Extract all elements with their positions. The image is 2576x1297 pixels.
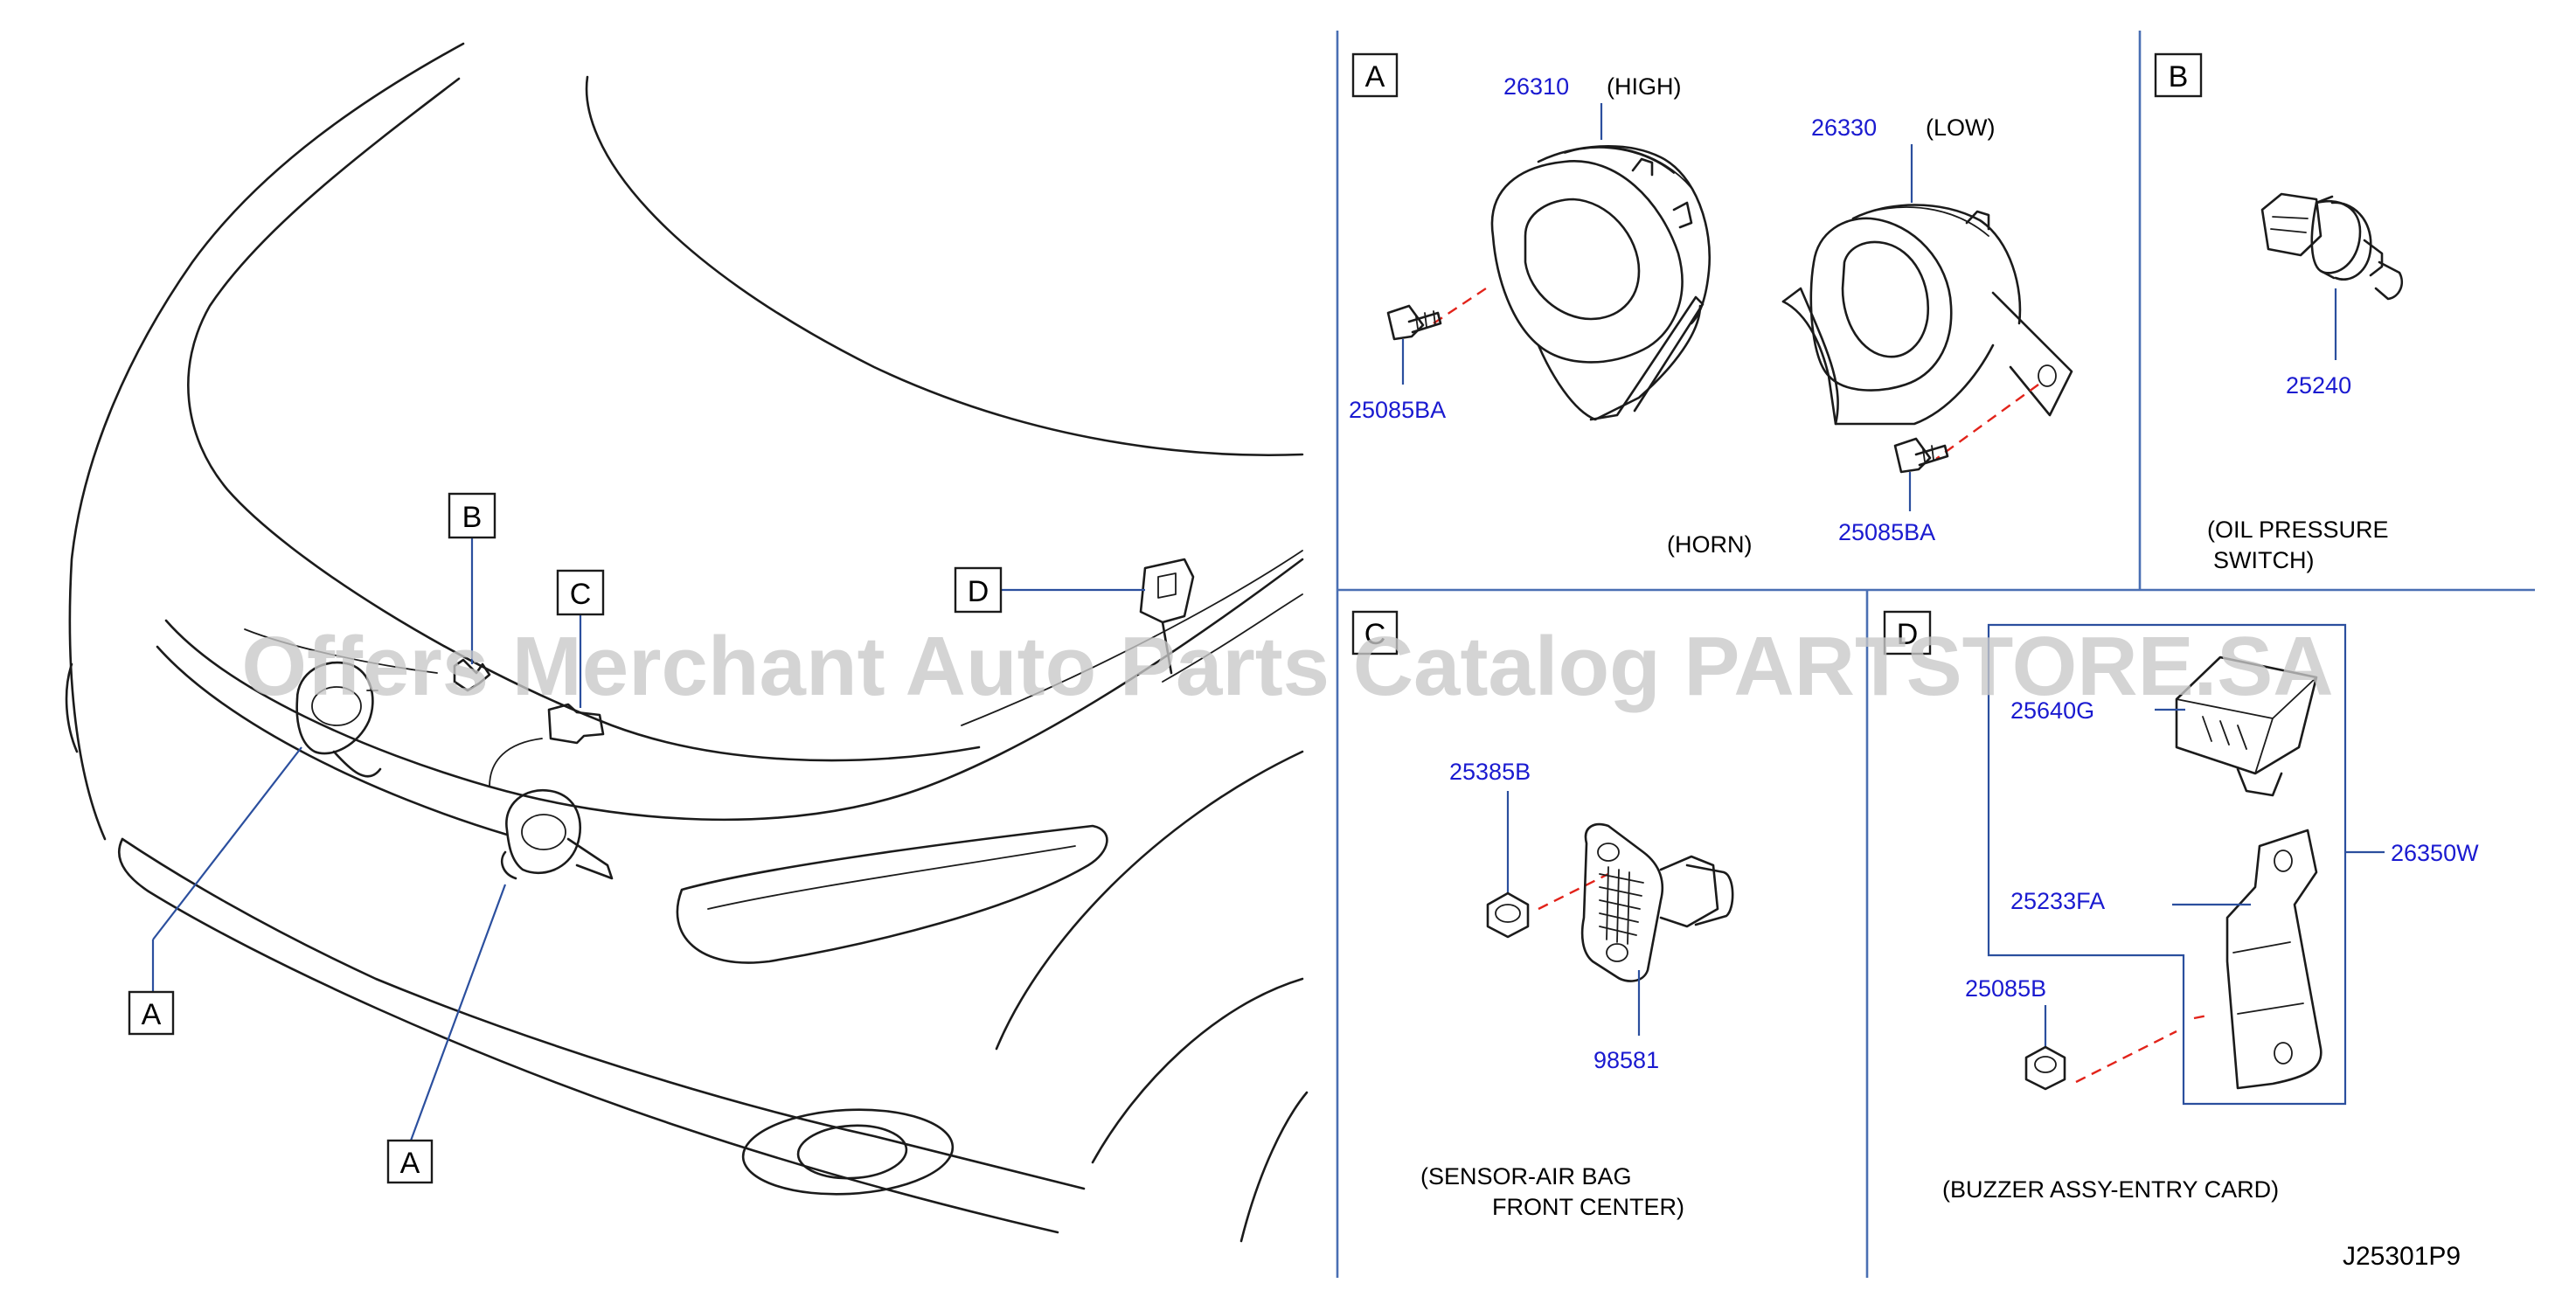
caption-airbag-1: (SENSOR-AIR BAG [1420,1163,1632,1189]
horn-high-drawing [1433,103,1712,421]
oil-switch-drawing [2260,192,2404,360]
buzzer-unit-drawing [2155,655,2318,797]
panel-key-a: A [1365,60,1385,94]
panel-key-c: C [1364,618,1386,651]
part-98581: 98581 [1594,1047,1659,1073]
panel-key-b: B [2169,60,2189,94]
bracket-drawing [2172,829,2323,1090]
panel-buzzer: D 26350W 25640G 25233FA 25085B (B [1883,610,2479,1203]
note-high: (HIGH) [1607,73,1681,100]
part-25240: 25240 [2286,372,2351,399]
caption-airbag-2: FRONT CENTER) [1492,1194,1684,1220]
callout-d: D [968,575,989,608]
caption-horn: (HORN) [1667,531,1752,558]
part-25233fa: 25233FA [2010,888,2105,914]
panel-frames [1336,31,2535,1278]
bolt-left-drawing [1386,304,1442,385]
panel-oil-switch: B 25240 (OIL PRESSURE SWITCH) [2154,52,2404,573]
buzzer-nut-drawing [2024,1045,2066,1091]
vehicle-callout-leaders [151,538,1145,1141]
callout-a-left: A [142,998,162,1031]
part-25640g: 25640G [2010,697,2094,724]
airbag-sensor-drawing [1580,822,1734,1036]
caption-oil-1: (OIL PRESSURE [2207,517,2389,543]
airbag-sensor-on-vehicle [547,703,605,745]
callout-c: C [570,578,592,611]
vehicle-callout-boxes: A A B C D [128,492,1003,1184]
part-26310: 26310 [1503,73,1569,100]
caption-buzzer: (BUZZER ASSY-ENTRY CARD) [1942,1176,2279,1203]
panel-horn: A 26310 (HIGH) 26330 (LOW) 25085BA [1349,52,2073,558]
drawing-id: J25301P9 [2343,1242,2461,1271]
part-25085b: 25085B [1965,975,2046,1002]
buzzer-on-vehicle [1139,558,1195,675]
oil-switch-on-vehicle [453,658,491,692]
nut-drawing [1486,891,1530,939]
callout-a-center: A [400,1147,420,1180]
vehicle-front-illustration [65,42,1309,1243]
note-low: (LOW) [1926,114,1995,141]
part-26350w: 26350W [2391,840,2479,866]
part-26330: 26330 [1811,114,1877,141]
caption-oil-2: SWITCH) [2213,547,2314,573]
panel-airbag-sensor: C 25385B 98581 (SENSOR-AIR BAG FRONT CEN… [1351,610,1734,1220]
horn-on-vehicle-left [295,661,382,778]
bolt-right-drawing [1893,437,1949,511]
panel-key-d: D [1897,618,1919,651]
part-25085ba-right: 25085BA [1838,519,1935,545]
horn-low-drawing [1781,144,2073,460]
horn-on-vehicle-center [501,788,614,880]
watermark-text: Offers Merchant Auto Parts Catalog PARTS… [241,620,2333,713]
callout-b: B [462,501,483,534]
part-25385b: 25385B [1449,759,1531,785]
part-25085ba-left: 25085BA [1349,397,1446,423]
